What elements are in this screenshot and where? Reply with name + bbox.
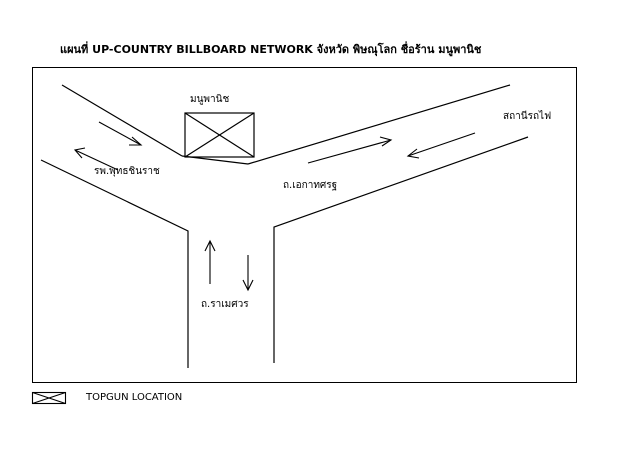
road-northwest-upper-edge (61, 84, 183, 157)
arrow-up-left-icon (73, 147, 119, 171)
label-road-ekathotsarot: ถ.เอกาทศรฐ (283, 180, 338, 191)
road-west-lower-edge (40, 159, 189, 368)
roads (40, 84, 529, 368)
map-title: แผนที่ UP-COUNTRY BILLBOARD NETWORK จังห… (60, 43, 482, 56)
road-east-lower-edge (273, 136, 529, 363)
label-hospital: รพ.พุทธชินราช (94, 166, 160, 177)
crossed-box-icon (31, 391, 67, 405)
shop-location-marker (184, 112, 255, 158)
arrow-down-left-icon (406, 132, 476, 159)
arrow-down-right-icon (98, 121, 143, 146)
map-frame (32, 67, 577, 383)
arrow-down-icon (242, 255, 254, 292)
road-northeast-upper-edge (247, 84, 511, 165)
label-shop: มนูพานิช (190, 94, 230, 105)
arrow-up-right-icon (307, 136, 393, 164)
label-road-ramesuan: ถ.ราเมศวร (201, 299, 249, 310)
direction-arrows (73, 121, 476, 292)
label-station: สถานีรถไฟ (503, 111, 552, 122)
arrow-up-icon (204, 239, 216, 284)
legend-label: TOPGUN LOCATION (86, 392, 183, 403)
